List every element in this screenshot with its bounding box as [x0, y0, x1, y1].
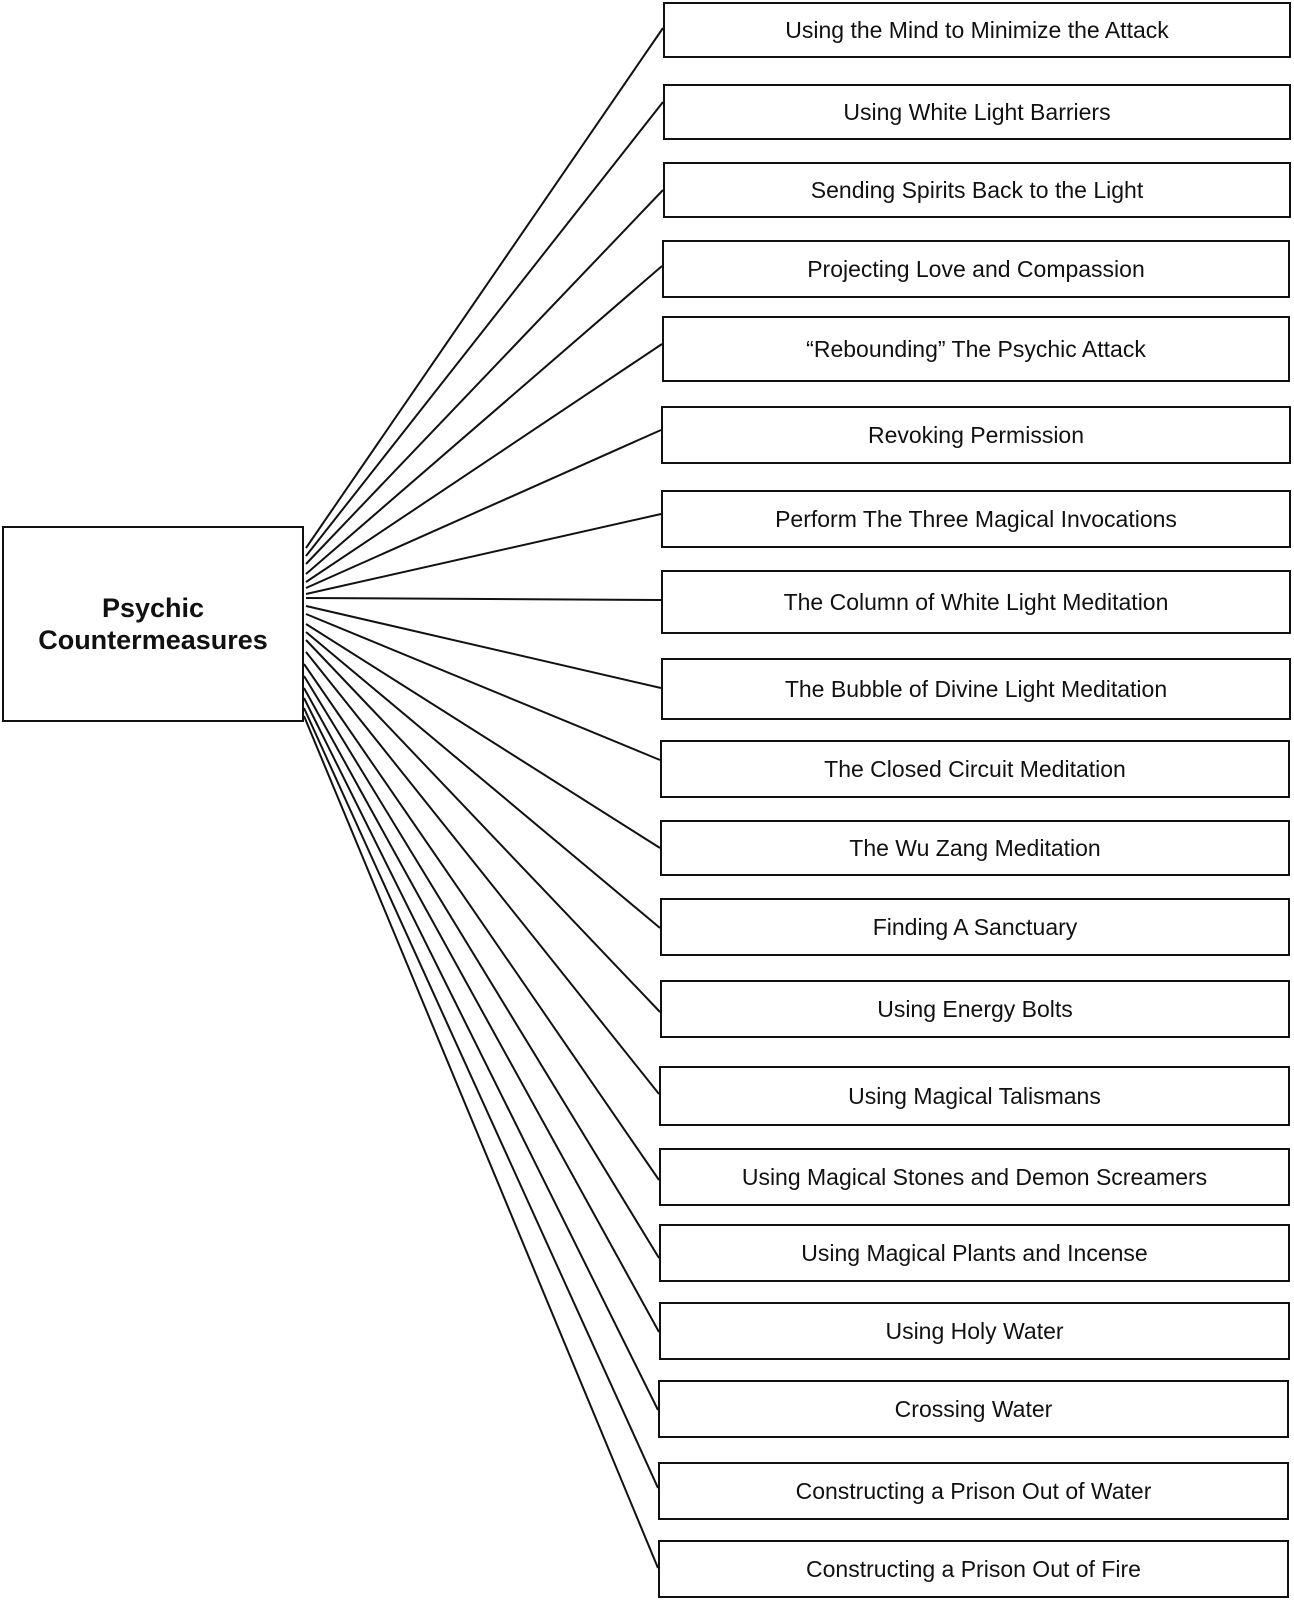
connector-line-8	[305, 597, 662, 601]
node-bubble-meditation: The Bubble of Divine Light Meditation	[661, 658, 1291, 720]
node-talismans: Using Magical Talismans	[659, 1066, 1290, 1126]
connector-line-12	[305, 631, 661, 929]
node-plants-incense: Using Magical Plants and Incense	[659, 1224, 1290, 1282]
node-label: The Column of White Light Meditation	[783, 588, 1169, 615]
node-label: The Bubble of Divine Light Meditation	[784, 675, 1168, 702]
connector-line-1	[305, 27, 664, 549]
node-label: Constructing a Prison Out of Fire	[806, 1555, 1141, 1582]
node-label: Using the Mind to Minimize the Attack	[785, 16, 1169, 43]
node-label: Constructing a Prison Out of Water	[795, 1477, 1152, 1504]
connector-line-10	[305, 613, 661, 761]
node-label: The Closed Circuit Meditation	[824, 755, 1126, 782]
connector-line-17	[303, 687, 660, 1333]
node-prison-fire: Constructing a Prison Out of Fire	[658, 1540, 1289, 1598]
connector-line-3	[305, 189, 664, 565]
connector-line-20	[303, 715, 659, 1569]
node-rebounding-attack: “Rebounding” The Psychic Attack	[662, 316, 1290, 382]
node-label: Using White Light Barriers	[843, 98, 1111, 125]
connector-line-5	[305, 343, 663, 583]
connector-line-19	[303, 707, 659, 1489]
node-crossing-water: Crossing Water	[658, 1380, 1289, 1438]
node-prison-water: Constructing a Prison Out of Water	[658, 1462, 1289, 1520]
node-stones-screamers: Using Magical Stones and Demon Screamers	[659, 1148, 1290, 1206]
node-wu-zang: The Wu Zang Meditation	[660, 820, 1290, 876]
connector-line-16	[303, 675, 660, 1259]
node-projecting-love: Projecting Love and Compassion	[662, 240, 1290, 298]
root-node: Psychic Countermeasures	[2, 526, 304, 722]
connector-line-4	[305, 265, 663, 575]
node-label: Crossing Water	[894, 1395, 1053, 1422]
node-label: Sending Spirits Back to the Light	[810, 176, 1144, 203]
connector-line-11	[305, 623, 661, 849]
node-revoking-permission: Revoking Permission	[661, 406, 1291, 464]
node-label: Revoking Permission	[867, 421, 1085, 448]
connector-line-6	[305, 429, 662, 589]
node-column-meditation: The Column of White Light Meditation	[661, 570, 1291, 634]
node-label: Using Energy Bolts	[877, 995, 1073, 1022]
node-using-mind: Using the Mind to Minimize the Attack	[663, 2, 1291, 58]
node-label: Using Magical Talismans	[848, 1082, 1101, 1109]
node-label: “Rebounding” The Psychic Attack	[806, 335, 1146, 362]
node-label: Using Magical Plants and Incense	[801, 1239, 1148, 1266]
node-sending-spirits: Sending Spirits Back to the Light	[663, 162, 1291, 218]
node-sanctuary: Finding A Sanctuary	[660, 898, 1290, 956]
connector-line-13	[305, 639, 661, 1013]
connector-line-15	[303, 663, 660, 1181]
node-closed-circuit: The Closed Circuit Meditation	[660, 740, 1290, 798]
node-label: Using Holy Water	[885, 1317, 1064, 1344]
connector-line-18	[303, 697, 659, 1411]
node-energy-bolts: Using Energy Bolts	[660, 980, 1290, 1038]
node-label: Projecting Love and Compassion	[807, 255, 1145, 282]
node-holy-water: Using Holy Water	[659, 1302, 1290, 1360]
node-label: Using Magical Stones and Demon Screamers	[741, 1163, 1208, 1190]
node-label: Perform The Three Magical Invocations	[775, 505, 1177, 532]
node-label: The Wu Zang Meditation	[849, 834, 1101, 861]
connector-line-14	[305, 651, 660, 1095]
node-white-light-barriers: Using White Light Barriers	[663, 84, 1291, 140]
node-label: Finding A Sanctuary	[872, 913, 1078, 940]
connector-line-2	[305, 101, 664, 557]
node-three-invocations: Perform The Three Magical Invocations	[661, 490, 1291, 548]
connector-line-7	[305, 513, 662, 595]
root-label: Psychic Countermeasures	[38, 593, 268, 655]
connector-line-9	[305, 605, 662, 689]
